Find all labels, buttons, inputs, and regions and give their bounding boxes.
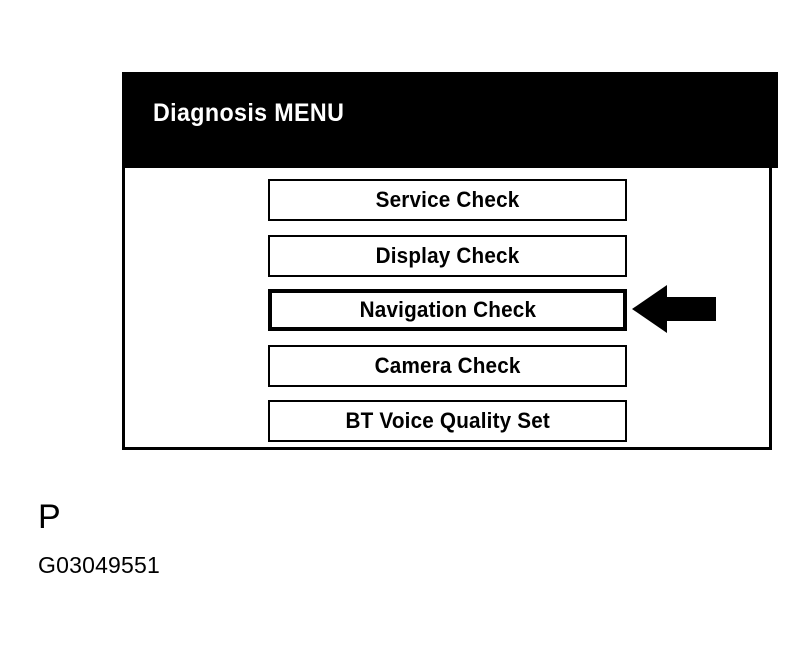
menu-item-camera-check[interactable]: Camera Check: [268, 345, 627, 387]
menu-item-label: Display Check: [375, 243, 520, 268]
diagnosis-screen-panel: Diagnosis MENU Service Check Display Che…: [122, 72, 778, 450]
menu-item-label: BT Voice Quality Set: [345, 408, 550, 433]
caption-letter: P: [38, 498, 61, 536]
menu-item-label: Navigation Check: [359, 297, 536, 322]
menu-item-label: Camera Check: [374, 353, 521, 378]
page-title: Diagnosis MENU: [153, 99, 345, 127]
menu-list: Service Check Display Check Navigation C…: [125, 171, 775, 450]
menu-item-navigation-check[interactable]: Navigation Check: [268, 289, 627, 331]
screen-header-bar: Diagnosis MENU: [122, 72, 778, 168]
caption-code: G03049551: [38, 552, 161, 578]
menu-item-bt-voice-quality-set[interactable]: BT Voice Quality Set: [268, 400, 627, 442]
menu-item-service-check[interactable]: Service Check: [268, 179, 627, 221]
figure-caption: P G03049551: [38, 498, 438, 578]
menu-item-display-check[interactable]: Display Check: [268, 235, 627, 277]
arrow-left-icon: [632, 283, 716, 335]
menu-item-label: Service Check: [375, 187, 520, 212]
